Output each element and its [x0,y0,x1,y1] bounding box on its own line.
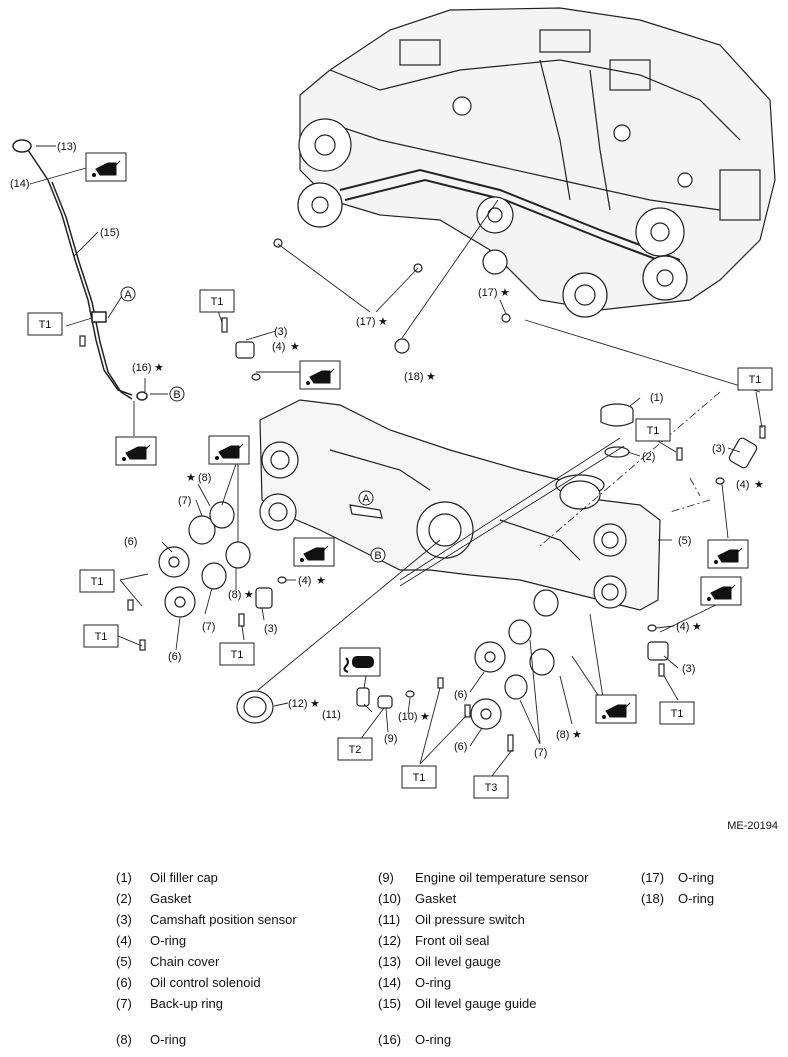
star-mark: ★ [290,341,300,353]
callout-17: (17) [478,287,498,299]
torque-labels: T1 T1 T1 T1 T1 T1 T1 T1 T1 T2 T3 [27,289,773,799]
star-mark: ★ [154,362,164,374]
svg-text:T1: T1 [671,708,684,720]
oil-can-icon [208,435,250,465]
svg-text:T3: T3 [485,782,498,794]
star-mark: ★ [310,698,320,710]
svg-text:T1: T1 [413,772,426,784]
callout-7: (7) [202,621,215,633]
callout-labels: (13) (14) (15) (16) ★ (3) (4) ★ (17) ★ (… [10,141,764,759]
star-mark: ★ [754,479,764,491]
svg-text:T1: T1 [95,631,108,643]
callout-3: (3) [682,663,695,675]
callout-15: (15) [100,227,120,239]
oil-can-icon [293,537,335,567]
torque-box-t1: T1 [737,367,773,391]
engine-block-illustration [297,7,776,318]
callout-4: (4) [736,479,749,491]
svg-text:T1: T1 [39,319,52,331]
callout-1: (1) [650,392,663,404]
star-mark: ★ [500,287,510,299]
callout-4: (4) [272,341,285,353]
callout-6: (6) [454,689,467,701]
callout-6: (6) [168,651,181,663]
callout-14: (14) [10,178,30,190]
star-mark: ★ [420,711,430,723]
svg-text:T1: T1 [91,576,104,588]
ref-b-label: B [173,389,180,401]
torque-box-t1: T1 [635,418,671,442]
callout-5: (5) [678,535,691,547]
callout-4: (4) [298,575,311,587]
svg-text:T1: T1 [211,296,224,308]
svg-text:T1: T1 [231,649,244,661]
star-mark: ★ [186,472,196,484]
torque-box-t1: T1 [219,642,255,666]
callout-17: (17) [356,316,376,328]
torque-box-t2: T2 [337,737,373,761]
callout-16: (16) [132,362,152,374]
oil-can-icon [595,694,637,724]
callout-8: (8) [228,589,241,601]
ref-b-label: B [374,550,381,562]
callout-7: (7) [178,495,191,507]
figure-code: ME-20194 [727,820,778,832]
star-mark: ★ [572,729,582,741]
ref-a-label: A [124,289,132,301]
torque-box-t1: T1 [27,312,63,336]
oil-can-icon [115,436,157,466]
callout-8: (8) [556,729,569,741]
ref-a-label: A [362,493,370,505]
callout-7: (7) [534,747,547,759]
oil-level-gauge-illustration [12,139,148,401]
oil-can-icon [85,152,127,182]
star-mark: ★ [316,575,326,587]
torque-box-t1: T1 [79,569,115,593]
svg-text:T1: T1 [647,425,660,437]
oil-can-icon [299,360,341,390]
parts-legend: (1)Oil filler cap (2)Gasket (3)Camshaft … [116,870,715,1047]
leader-lines [29,145,763,777]
callout-3: (3) [264,623,277,635]
exploded-parts-diagram: A B A B [10,7,776,799]
callout-12: (12) [288,698,308,710]
torque-box-t3: T3 [473,775,509,799]
sealant-icon [339,647,381,677]
torque-box-t1: T1 [659,701,695,725]
callout-18: (18) [404,371,424,383]
torque-box-t1: T1 [199,289,235,313]
callout-11: (11) [322,709,341,721]
oil-can-icon [700,576,742,606]
callout-4: (4) [676,621,689,633]
callout-10: (10) [398,711,418,723]
dash-lines [539,391,721,547]
oil-symbols [85,152,749,724]
star-mark: ★ [378,316,388,328]
small-parts-illustration [79,238,766,752]
callout-13: (13) [57,141,77,153]
torque-box-t1: T1 [401,765,437,789]
star-mark: ★ [244,589,254,601]
svg-text:T1: T1 [749,374,762,386]
torque-box-t1: T1 [83,624,119,648]
callout-6: (6) [454,741,467,753]
star-mark: ★ [692,621,702,633]
callout-6: (6) [124,536,137,548]
callout-3: (3) [274,326,287,338]
callout-8: (8) [198,472,211,484]
callout-9: (9) [384,733,397,745]
oil-can-icon [707,539,749,569]
chain-cover-illustration [259,399,661,611]
callout-2: (2) [642,451,655,463]
reference-markers [120,286,386,563]
svg-text:T2: T2 [349,744,362,756]
star-mark: ★ [426,371,436,383]
callout-3: (3) [712,443,725,455]
